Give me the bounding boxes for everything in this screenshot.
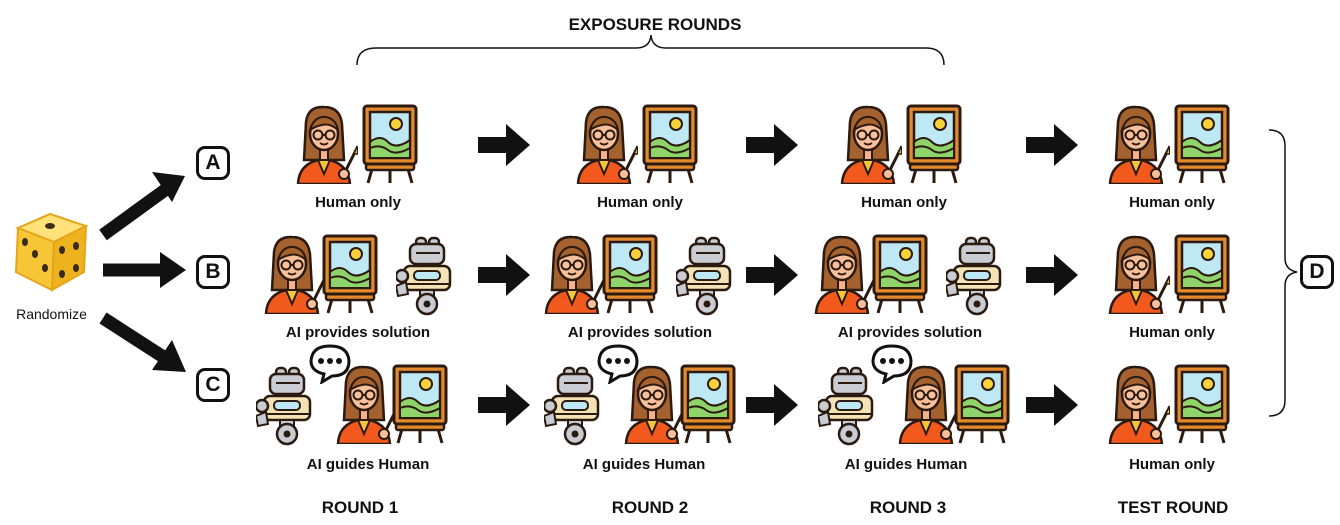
easel-icon — [1172, 234, 1232, 314]
arrow-icon — [746, 124, 798, 166]
arrow-icon — [478, 254, 530, 296]
row-a-label-2: Human only — [597, 194, 683, 211]
easel-icon — [678, 364, 738, 444]
artist-icon — [1108, 104, 1170, 184]
arrow-icon — [1026, 254, 1078, 296]
round-label-2: ROUND 2 — [611, 498, 689, 517]
robot-icon — [676, 236, 736, 316]
exposure-brace-icon — [356, 34, 945, 66]
randomize-label: Randomize — [16, 306, 87, 322]
arrow-icon — [478, 384, 530, 426]
easel-icon — [320, 234, 380, 314]
randomize-arrow-a — [99, 172, 185, 241]
artist-icon — [264, 234, 326, 314]
round-label-1: ROUND 1 — [321, 498, 399, 517]
easel-icon — [904, 104, 964, 184]
group-a-badge: A — [196, 146, 230, 180]
robot-icon — [256, 366, 316, 446]
row-c-label-4: Human only — [1129, 456, 1215, 473]
artist-icon — [624, 364, 686, 444]
dice-icon — [10, 210, 90, 294]
artist-icon — [544, 234, 606, 314]
artist-icon — [898, 364, 960, 444]
row-c-label-3: AI guides Human — [844, 456, 968, 473]
robot-icon — [946, 236, 1006, 316]
row-a-label-3: Human only — [861, 194, 947, 211]
easel-icon — [600, 234, 660, 314]
easel-icon — [952, 364, 1012, 444]
artist-icon — [840, 104, 902, 184]
row-b-label-2: AI provides solution — [567, 324, 713, 341]
robot-icon — [544, 366, 604, 446]
artist-icon — [814, 234, 876, 314]
robot-icon — [396, 236, 456, 316]
exposure-rounds-title: EXPOSURE ROUNDS — [568, 15, 742, 34]
randomize-arrow-b — [103, 252, 186, 288]
group-c-badge: C — [196, 368, 230, 402]
easel-icon — [870, 234, 930, 314]
arrow-icon — [746, 254, 798, 296]
robot-icon — [818, 366, 878, 446]
easel-icon — [1172, 364, 1232, 444]
outcome-d-badge: D — [1300, 255, 1334, 289]
easel-icon — [640, 104, 700, 184]
round-label-test: TEST ROUND — [1117, 498, 1229, 517]
arrow-icon — [1026, 124, 1078, 166]
easel-icon — [390, 364, 450, 444]
artist-icon — [1108, 364, 1170, 444]
round-label-3: ROUND 3 — [869, 498, 947, 517]
artist-icon — [1108, 234, 1170, 314]
row-c-label-1: AI guides Human — [306, 456, 430, 473]
row-c-label-2: AI guides Human — [582, 456, 706, 473]
arrow-icon — [1026, 384, 1078, 426]
artist-icon — [576, 104, 638, 184]
row-b-label-1: AI provides solution — [285, 324, 431, 341]
easel-icon — [1172, 104, 1232, 184]
row-a-label-4: Human only — [1129, 194, 1215, 211]
arrow-icon — [478, 124, 530, 166]
artist-icon — [336, 364, 398, 444]
artist-icon — [296, 104, 358, 184]
randomize-arrow-c — [99, 312, 186, 372]
outcome-brace-icon — [1268, 129, 1298, 417]
group-b-badge: B — [196, 255, 230, 289]
row-a-label-1: Human only — [315, 194, 401, 211]
easel-icon — [360, 104, 420, 184]
row-b-label-4: Human only — [1129, 324, 1215, 341]
arrow-icon — [746, 384, 798, 426]
row-b-label-3: AI provides solution — [837, 324, 983, 341]
